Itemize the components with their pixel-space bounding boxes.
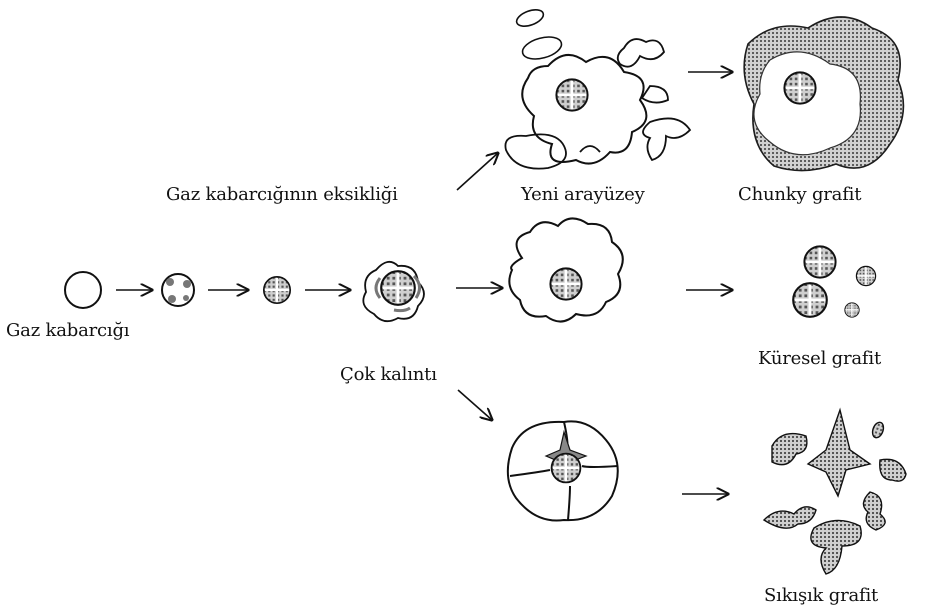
shell-with-nodule xyxy=(509,218,622,321)
arrow-to-new-interface xyxy=(457,153,498,190)
label-many-residues: Çok kalıntı xyxy=(340,364,437,385)
compacted-shell-figure xyxy=(508,421,618,520)
new-interface-figure xyxy=(505,7,690,169)
nodule-small xyxy=(264,277,290,303)
chunky-graphite-figure xyxy=(744,17,903,171)
nodule-with-shell xyxy=(363,262,424,321)
label-compacted: Sıkışık grafit xyxy=(764,585,878,606)
arrow-to-compacted-growth xyxy=(458,390,492,420)
label-gas-bubble: Gaz kabarcığı xyxy=(6,320,129,341)
label-chunky: Chunky grafit xyxy=(738,184,861,205)
label-spherical: Küresel grafit xyxy=(758,348,881,369)
label-new-interface: Yeni arayüzey xyxy=(521,184,645,205)
spherical-graphite-figure xyxy=(793,246,875,317)
label-gas-bubble-lack: Gaz kabarcığının eksikliği xyxy=(166,184,398,205)
empty-gas-bubble xyxy=(65,272,101,308)
bubble-with-deposits xyxy=(162,274,194,306)
compacted-graphite-figure xyxy=(764,410,906,574)
